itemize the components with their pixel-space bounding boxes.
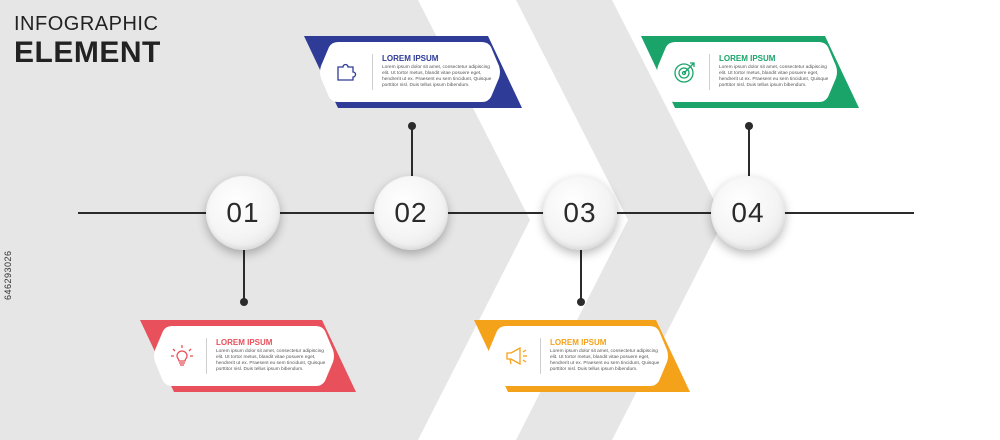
card-title: LOREM IPSUM (216, 338, 273, 347)
step-number: 02 (394, 197, 428, 228)
connector-dot-04 (745, 122, 753, 130)
step-circle-01: 01 (206, 176, 280, 250)
card-frame (304, 36, 522, 108)
step-circle-04: 04 (711, 176, 785, 250)
lightbulb-icon (171, 345, 193, 366)
connector-02 (411, 126, 413, 176)
target-icon (674, 62, 695, 83)
card-body: Lorem ipsum dolor sit amet, consectetur … (382, 65, 492, 88)
step-circle-03: 03 (543, 176, 617, 250)
connector-01 (243, 250, 245, 302)
card-body: Lorem ipsum dolor sit amet, consectetur … (216, 349, 326, 372)
title-line-2: ELEMENT (14, 36, 161, 69)
card-separator (206, 338, 207, 374)
infographic-title: INFOGRAPHIC ELEMENT (14, 14, 161, 68)
connector-dot-02 (408, 122, 416, 130)
step-circle-02: 02 (374, 176, 448, 250)
card-body: Lorem ipsum dolor sit amet, consectetur … (550, 349, 660, 372)
timeline-line (78, 212, 914, 214)
step-number: 01 (226, 197, 260, 228)
step-number: 04 (731, 197, 765, 228)
megaphone-icon (506, 346, 527, 366)
card-frame (474, 320, 690, 392)
info-card-02: LOREM IPSUM Lorem ipsum dolor sit amet, … (300, 36, 526, 108)
card-separator (372, 54, 373, 90)
connector-03 (580, 250, 582, 302)
card-title: LOREM IPSUM (719, 54, 776, 63)
stock-id-watermark: 646293026 (3, 250, 13, 300)
card-frame (641, 36, 859, 108)
card-body: Lorem ipsum dolor sit amet, consectetur … (719, 65, 829, 88)
title-line-1: INFOGRAPHIC (14, 13, 159, 35)
card-separator (540, 338, 541, 374)
info-card-04: LOREM IPSUM Lorem ipsum dolor sit amet, … (637, 36, 863, 108)
info-card-01: LOREM IPSUM Lorem ipsum dolor sit amet, … (134, 320, 360, 392)
puzzle-icon (337, 63, 357, 81)
card-separator (709, 54, 710, 90)
connector-04 (748, 126, 750, 176)
card-title: LOREM IPSUM (550, 338, 607, 347)
card-frame (140, 320, 356, 392)
connector-dot-01 (240, 298, 248, 306)
info-card-03: LOREM IPSUM Lorem ipsum dolor sit amet, … (468, 320, 694, 392)
connector-dot-03 (577, 298, 585, 306)
step-number: 03 (563, 197, 597, 228)
card-title: LOREM IPSUM (382, 54, 439, 63)
